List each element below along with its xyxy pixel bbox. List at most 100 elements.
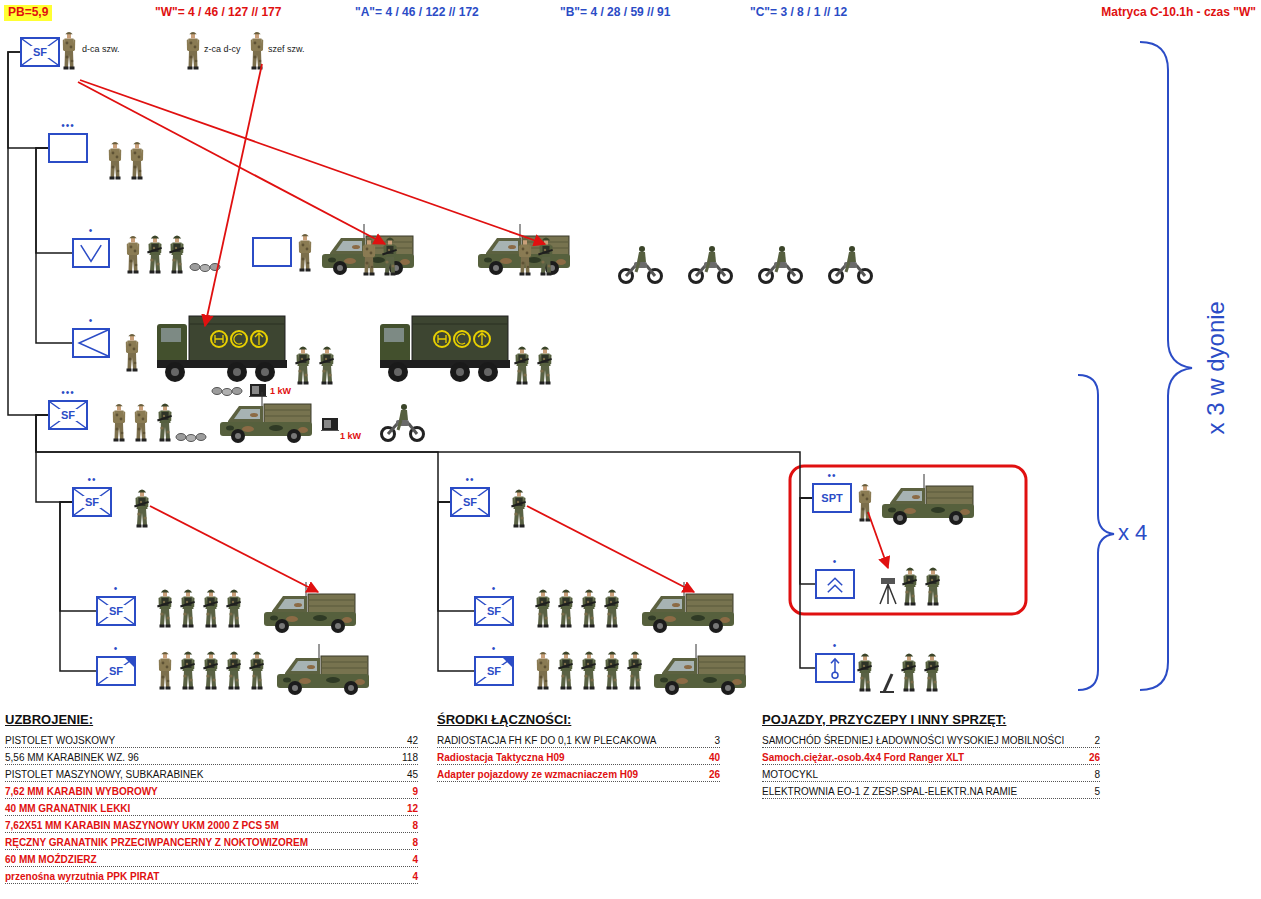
art-part: [537, 652, 549, 689]
echelon-mark: •: [476, 643, 512, 655]
role-label: z-ca d-cy: [204, 44, 241, 54]
echelon-mark: •: [98, 643, 134, 655]
strength-figure: "B"= 4 / 28 / 59 // 91: [560, 6, 670, 20]
art-part: [537, 347, 552, 385]
unit-label: SF: [461, 496, 479, 509]
unit-symbol: •: [72, 328, 110, 358]
art-part: [180, 590, 195, 628]
table-count: 40: [709, 751, 720, 764]
table-row: Radiostacja Taktyczna H0940: [437, 749, 720, 765]
echelon-mark: •: [74, 225, 108, 237]
unit-icon: [74, 240, 108, 266]
art-part: [180, 652, 195, 690]
symbol-line: [98, 598, 134, 624]
symbol-line: [22, 39, 58, 65]
unit-label: SF: [107, 665, 125, 678]
echelon-mark: •••: [50, 387, 86, 399]
art-part: [190, 264, 220, 272]
echelon-mark: ••: [814, 470, 850, 482]
tree-connector: [36, 415, 812, 498]
table-heading: UZBROJENIE:: [5, 713, 93, 728]
table-row: RADIOSTACJA FH KF DO 0,1 KW PLECAKOWA3: [437, 732, 720, 748]
art-part: [80, 80, 545, 244]
symbol-mark: [503, 658, 512, 667]
art-part: [212, 388, 242, 396]
tree-connector: [438, 502, 474, 671]
role-label: d-ca szw.: [82, 44, 120, 54]
table-count: 2: [1094, 734, 1100, 747]
art-part: [902, 568, 917, 606]
art-part: [654, 644, 746, 695]
art-part: [187, 32, 199, 69]
art-part: [925, 568, 940, 606]
art-part: [63, 32, 75, 69]
symbol-line: [832, 672, 838, 678]
art-part: [135, 404, 147, 441]
multiplier-label: x 4: [1118, 520, 1147, 545]
tree-connector: [8, 52, 48, 415]
unit-label: SF: [59, 409, 77, 422]
art-part: [147, 236, 162, 274]
table-item: 7,62X51 MM KARABIN MASZYNOWY UKM 2000 Z …: [5, 819, 279, 832]
table-count: 42: [407, 734, 418, 747]
art-part: [249, 384, 267, 397]
art-part: [620, 246, 662, 283]
table-count: 8: [412, 836, 418, 849]
echelon-mark: •: [74, 315, 108, 327]
art-part: [205, 64, 262, 326]
art-part: [78, 82, 385, 244]
art-part: [558, 652, 573, 690]
art-part: [169, 236, 184, 274]
art-part: [581, 590, 596, 628]
echelon-mark: •••: [50, 120, 86, 132]
symbol-line: [452, 489, 488, 515]
art-part: [380, 316, 510, 382]
table-count: 8: [412, 819, 418, 832]
unit-symbol: ••SF: [72, 487, 112, 517]
table-count: 4: [412, 853, 418, 866]
unit-symbol: •: [815, 569, 855, 599]
art-part: [690, 246, 732, 283]
table-item: MOTOCYKL: [762, 768, 818, 781]
symbol-line: [834, 659, 836, 673]
art-part: [514, 347, 529, 385]
unit-symbol: •: [72, 238, 110, 268]
art-part: [113, 404, 125, 441]
art-part: [277, 644, 369, 695]
echelon-mark: •: [98, 583, 134, 595]
unit-label: SF: [83, 496, 101, 509]
art-part: [322, 224, 414, 275]
tree-connector: [438, 502, 474, 611]
table-count: 4: [412, 870, 418, 883]
unit-icon: [74, 330, 108, 356]
table-row: 5,56 MM KARABINEK WZ. 96118: [5, 749, 418, 765]
brace: [1078, 375, 1114, 690]
art-part: [511, 490, 526, 528]
table-row: 60 MM MOŹDZIERZ4: [5, 851, 418, 867]
art-part: [558, 590, 573, 628]
table-row: przenośna wyrzutnia PPK PIRAT4: [5, 868, 418, 884]
table-count: 5: [1094, 785, 1100, 798]
table-count: 45: [407, 768, 418, 781]
table-item: SAMOCHÓD ŚREDNIEJ ŁADOWNOŚCI WYSOKIEJ MO…: [762, 734, 1064, 747]
table-heading: ŚRODKI ŁĄCZNOŚCI:: [437, 713, 571, 728]
art-part: [527, 506, 694, 592]
table-count: 118: [402, 751, 418, 764]
art-part: [159, 652, 171, 689]
unit-symbol: •••SF: [48, 400, 88, 430]
unit-symbol: •SF: [96, 656, 136, 686]
symbol-line: [828, 578, 842, 585]
art-part: [264, 582, 356, 633]
art-part: [157, 404, 172, 442]
art-part: [880, 674, 894, 692]
unit-symbol: •SF: [96, 596, 136, 626]
unit-symbol: ••SF: [450, 487, 490, 517]
unit-label: SF: [485, 605, 503, 618]
art-part: [109, 142, 121, 179]
tree-connector: [36, 148, 72, 253]
art-part: [321, 418, 339, 431]
art-part: [127, 236, 139, 273]
table-item: 40 MM GRANATNIK LEKKI: [5, 802, 130, 815]
